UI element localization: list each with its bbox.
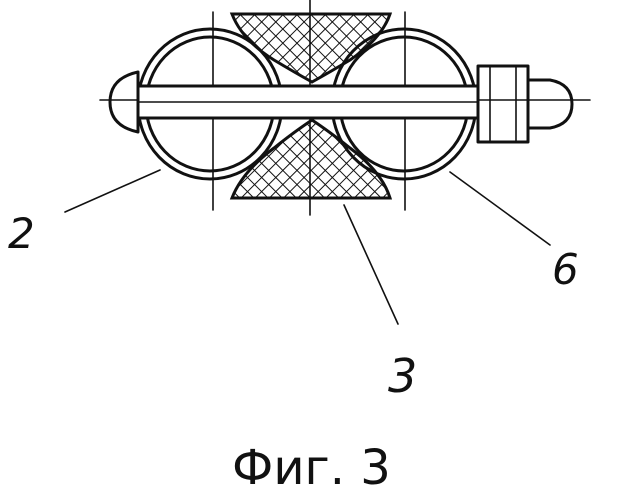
figure-caption: Фиг. 3 (232, 440, 391, 496)
label-part-3: 3 (388, 349, 417, 403)
label-part-6: 6 (552, 245, 579, 294)
label-part-2: 2 (8, 209, 35, 258)
nut (478, 66, 572, 142)
bolt (110, 72, 478, 132)
